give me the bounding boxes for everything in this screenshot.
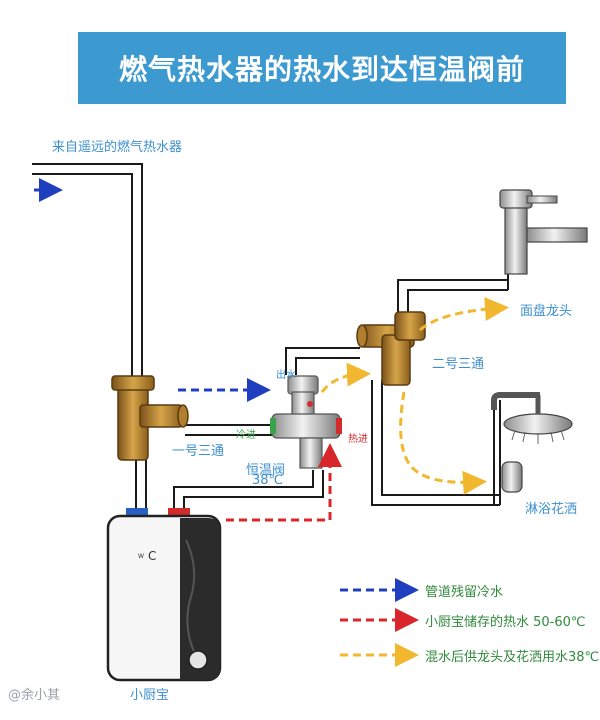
svg-text:C: C: [148, 549, 156, 563]
shower-label: 淋浴花洒: [525, 502, 578, 517]
heater-label: 小厨宝: [130, 688, 170, 703]
valve-name-label: 恒温阀: [246, 463, 286, 478]
svg-text:W: W: [138, 553, 144, 560]
cold-flow-arrows: [34, 178, 271, 402]
shower-head: [491, 392, 573, 493]
mixed-flow-arrows: [320, 297, 509, 495]
hot-inlet-label: 热进: [348, 434, 368, 445]
basin-faucet-label: 面盘龙头: [520, 304, 573, 319]
gas-heater-label: 来自遥远的燃气热水器: [52, 140, 183, 155]
page-title: 燃气热水器的热水到达恒温阀前: [78, 32, 566, 104]
basin-faucet: [499, 189, 588, 275]
valve-temp-label: 38℃: [252, 473, 284, 488]
legend-cold-text: 管道残留冷水: [425, 585, 504, 600]
tee-two-fitting: [356, 311, 426, 386]
small-water-heater: W C: [106, 508, 222, 682]
legend-arrows: [340, 578, 419, 667]
legend-hot-text: 小厨宝储存的热水 50-60℃: [425, 615, 586, 630]
author-watermark: @余小其: [8, 688, 61, 703]
outlet-label: 出水: [276, 370, 296, 381]
pipes: [32, 163, 509, 515]
legend-mixed-text: 混水后供龙头及花洒用水38℃: [425, 650, 600, 665]
tee-two-label: 二号三通: [432, 357, 485, 372]
hot-flow-arrow: [226, 443, 342, 522]
tee-one-fitting: [111, 375, 189, 461]
cold-inlet-label: 冷进: [236, 430, 256, 441]
tee-one-label: 一号三通: [172, 444, 225, 459]
